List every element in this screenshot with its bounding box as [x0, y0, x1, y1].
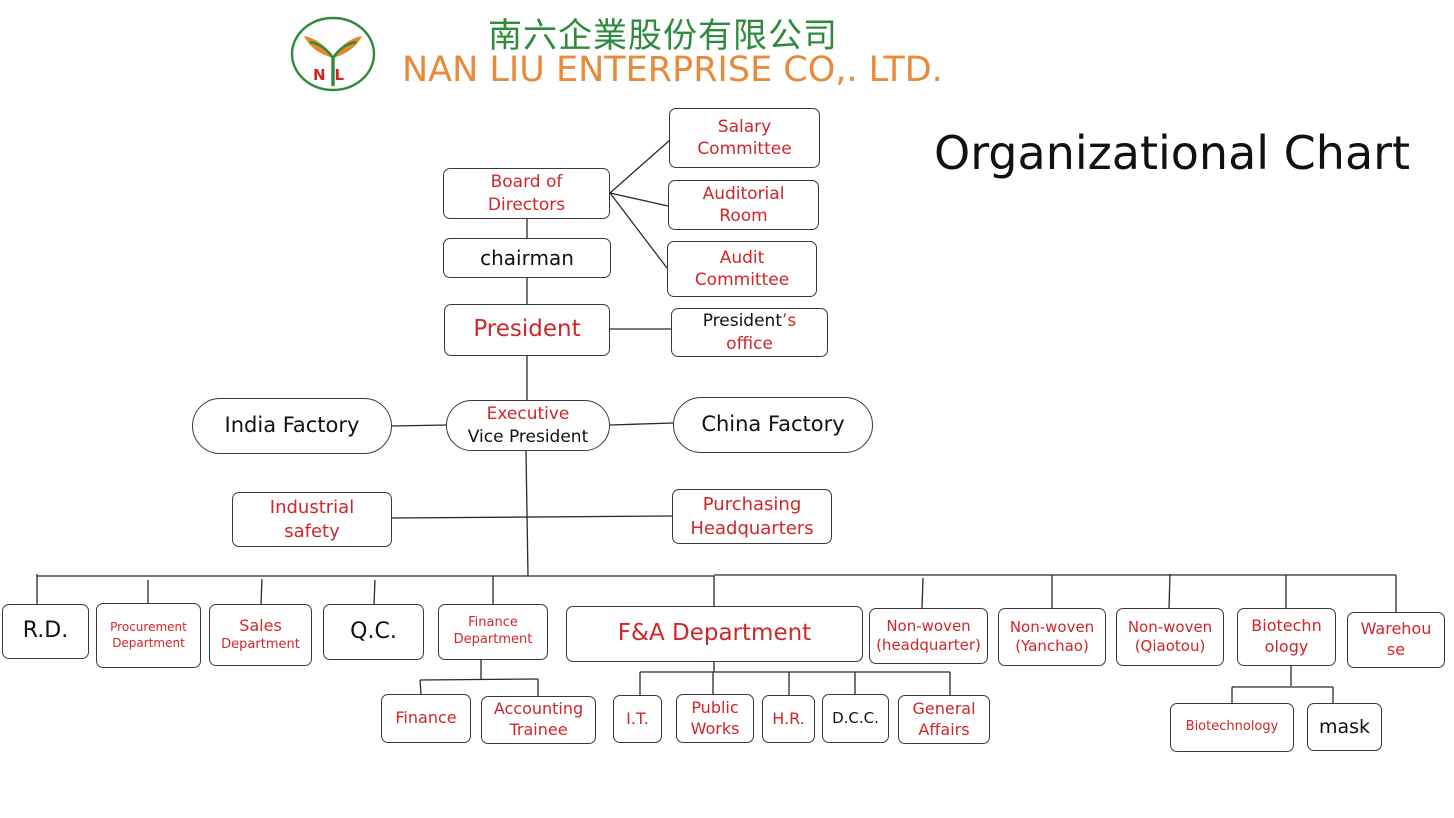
node-nonwoven-headquarter: Non-woven(headquarter)	[869, 608, 988, 664]
node-presidents-office: President’s office	[671, 308, 828, 357]
node-finance: Finance	[381, 694, 471, 743]
node-chairman: chairman	[443, 238, 611, 278]
logo-text: NL	[313, 66, 353, 84]
node-rd: R.D.	[2, 604, 89, 659]
node-president: President	[444, 304, 610, 356]
node-it: I.T.	[613, 695, 662, 743]
node-china-factory: China Factory	[673, 397, 873, 453]
node-dcc: D.C.C.	[822, 694, 889, 743]
page-title: Organizational Chart	[934, 126, 1411, 180]
node-hr: H.R.	[762, 695, 815, 743]
node-fa-department: F&A Department	[566, 606, 863, 662]
node-qc: Q.C.	[323, 604, 424, 660]
node-india-factory: India Factory	[192, 398, 392, 454]
node-biotechnology: Biotechnology	[1170, 703, 1294, 752]
node-nonwoven-yanchao: Non-woven(Yanchao)	[998, 608, 1106, 666]
company-logo: NL	[290, 16, 376, 92]
node-nonwoven-qiaotou: Non-woven(Qiaotou)	[1116, 608, 1224, 666]
sprout-icon	[304, 36, 362, 86]
node-mask: mask	[1307, 703, 1382, 751]
company-name-english: NAN LIU ENTERPRISE CO,. LTD.	[402, 50, 943, 90]
company-name-chinese: 南六企業股份有限公司	[488, 16, 838, 56]
